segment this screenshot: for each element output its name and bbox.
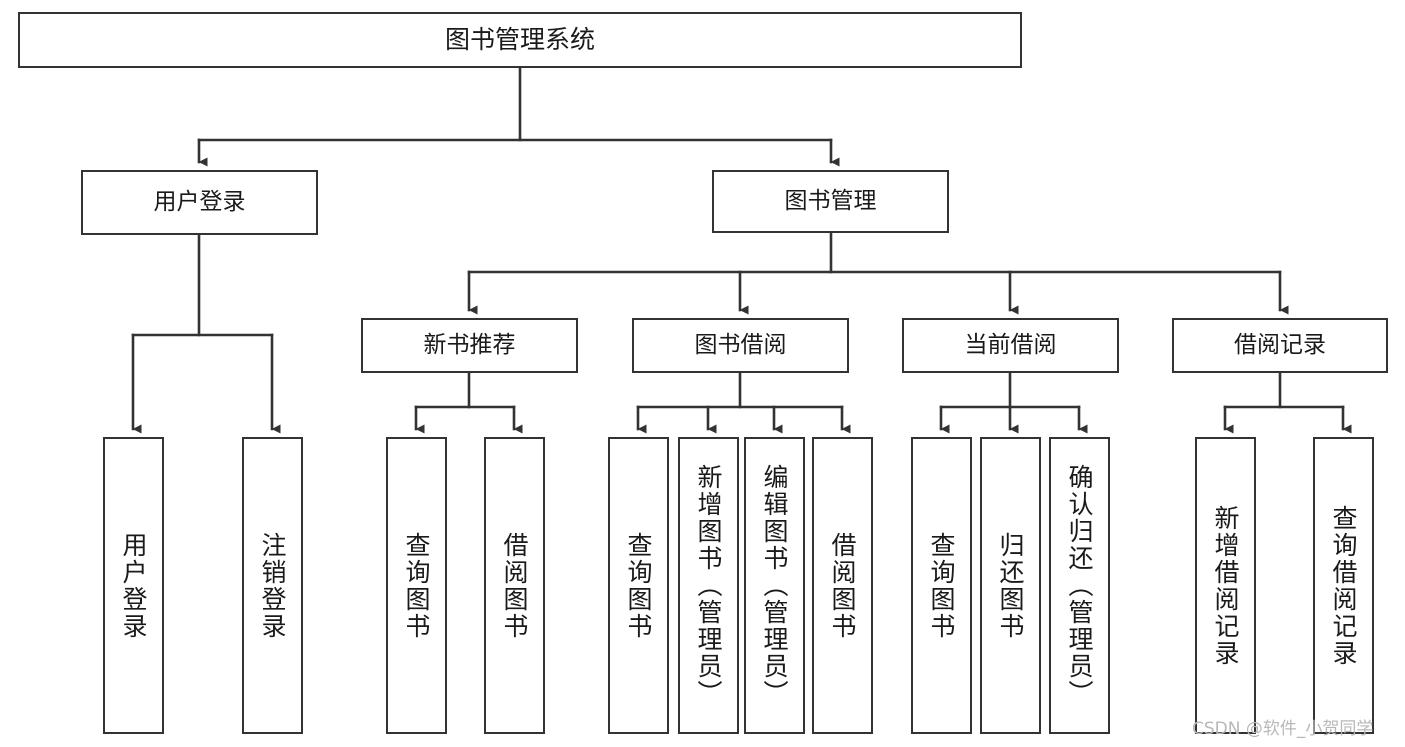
node-leaf-borrow-book-2-label: 借阅图书 [828,531,857,640]
node-leaf-add-record[interactable]: 新增借阅记录 [1195,437,1256,734]
node-user-login-label: 用户登录 [153,188,246,215]
node-book-manage[interactable]: 图书管理 [712,170,949,233]
node-leaf-add-record-label: 新增借阅记录 [1211,504,1240,667]
node-leaf-query-record[interactable]: 查询借阅记录 [1313,437,1374,734]
node-leaf-user-login-label: 用户登录 [119,531,148,640]
watermark: CSDN @软件_小贺同学 [1192,719,1374,739]
node-book-borrow[interactable]: 图书借阅 [632,318,849,373]
node-leaf-borrow-book-2[interactable]: 借阅图书 [812,437,873,734]
node-borrow-record[interactable]: 借阅记录 [1172,318,1388,373]
node-leaf-query-record-label: 查询借阅记录 [1329,504,1358,667]
node-leaf-logout[interactable]: 注销登录 [242,437,303,734]
node-leaf-query-book-1[interactable]: 查询图书 [386,437,447,734]
node-leaf-borrow-book-1-label: 借阅图书 [500,531,529,640]
node-leaf-edit-book-label: 编辑图书（管理员） [760,464,789,707]
node-root[interactable]: 图书管理系统 [18,12,1022,68]
node-leaf-add-book[interactable]: 新增图书（管理员） [678,437,739,734]
node-leaf-confirm-return[interactable]: 确认归还（管理员） [1049,437,1110,734]
node-current-borrow[interactable]: 当前借阅 [902,318,1119,373]
node-user-login[interactable]: 用户登录 [81,170,318,235]
node-leaf-confirm-return-label: 确认归还（管理员） [1065,464,1094,707]
node-book-manage-label: 图书管理 [784,187,877,214]
node-leaf-query-book-3[interactable]: 查询图书 [911,437,972,734]
node-leaf-query-book-3-label: 查询图书 [927,531,956,640]
node-leaf-logout-label: 注销登录 [258,531,287,640]
node-leaf-user-login[interactable]: 用户登录 [103,437,164,734]
node-new-book-rec[interactable]: 新书推荐 [361,318,578,373]
node-leaf-query-book-2[interactable]: 查询图书 [608,437,669,734]
node-leaf-query-book-1-label: 查询图书 [402,531,431,640]
node-leaf-return-book-label: 归还图书 [996,531,1025,640]
node-new-book-rec-label: 新书推荐 [423,331,516,358]
node-book-borrow-label: 图书借阅 [694,331,787,358]
node-leaf-add-book-label: 新增图书（管理员） [694,464,723,707]
node-leaf-return-book[interactable]: 归还图书 [980,437,1041,734]
node-root-label: 图书管理系统 [444,25,595,55]
node-borrow-record-label: 借阅记录 [1234,331,1326,358]
node-current-borrow-label: 当前借阅 [964,331,1057,358]
node-leaf-query-book-2-label: 查询图书 [624,531,653,640]
node-leaf-borrow-book-1[interactable]: 借阅图书 [484,437,545,734]
node-leaf-edit-book[interactable]: 编辑图书（管理员） [744,437,805,734]
